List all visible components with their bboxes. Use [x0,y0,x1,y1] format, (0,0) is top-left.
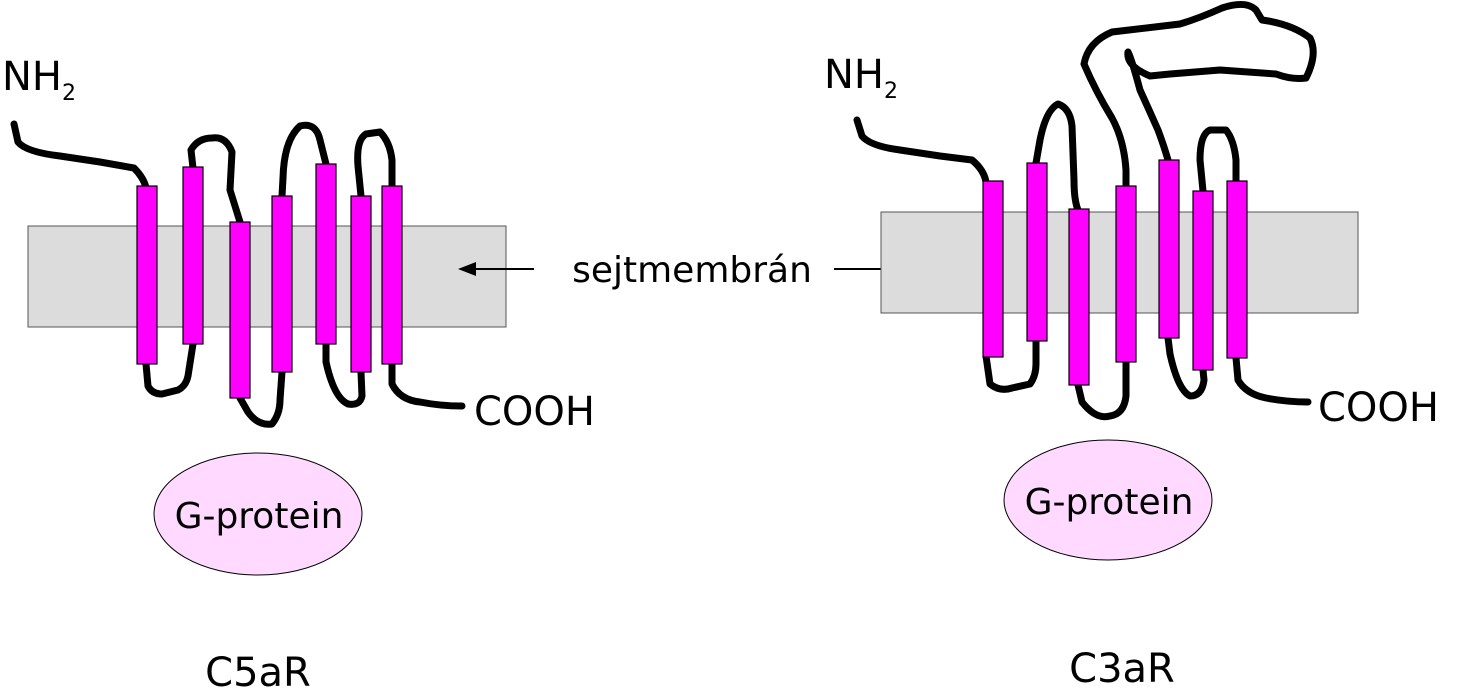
membrane-label: sejtmembrán [572,250,812,291]
c5ar-receptor: G-protein NH2 COOH C5aR [2,54,595,692]
c5ar-transmembrane-helix-2 [182,166,204,345]
c3ar-transmembrane-helix-1 [982,180,1004,358]
c3ar-transmembrane-helix-3 [1068,208,1090,386]
c3ar-c-terminus-label: COOH [1318,385,1439,431]
c3ar-n-terminus-label: NH2 [824,52,898,104]
membrane-label-group: sejtmembrán [458,250,914,291]
c3ar-intracellular-loop-2 [1074,358,1130,421]
c3ar-transmembrane-helix-7 [1226,180,1248,359]
c5ar-transmembrane-helix-4 [271,195,293,373]
c3ar-intracellular-loop-1 [982,336,1040,393]
c3ar-transmembrane-helix-2 [1026,162,1048,342]
left-arrow-icon [458,262,476,276]
c5ar-transmembrane-helix-7 [381,185,403,365]
c3ar-receptor-name: C3aR [1069,646,1175,692]
c3ar-extracellular-loop-3 [1196,126,1240,195]
c5ar-g-protein [153,452,363,576]
c5ar-transmembrane-helix-5 [315,163,337,345]
c3ar-extracellular-loop-1 [1032,100,1082,214]
c5ar-extracellular-loop-2 [278,121,330,200]
c5ar-transmembrane-helix-3 [229,221,251,399]
c3ar-g-protein-label: G-protein [1025,482,1194,523]
c3ar-receptor: G-protein NH2 COOH C3aR [824,1,1439,692]
c5ar-n-terminal-tail [10,120,150,192]
c3ar-c-terminal-tail [1232,354,1312,406]
c5ar-extracellular-loop-3 [354,128,396,200]
c5ar-intracellular-loop-1 [142,340,197,398]
c5ar-c-terminal-tail [388,360,466,410]
c5ar-c-terminus-label: COOH [474,389,595,435]
c3ar-n-terminal-tail [853,116,990,186]
c3ar-transmembrane-helix-6 [1192,190,1214,371]
c3ar-transmembrane-helix-4 [1115,185,1137,363]
c3ar-extracellular-loop-2 [1080,1,1317,190]
c5ar-transmembrane-helix-6 [350,195,372,373]
c3ar-intracellular-loop-3 [1164,334,1208,400]
c5ar-n-terminus-label: NH2 [2,54,76,106]
c5ar-g-protein-label: G-protein [175,496,344,537]
c5ar-intracellular-loop-3 [322,340,366,408]
c5ar-transmembrane-helix-1 [136,185,158,365]
c3ar-g-protein [1003,439,1213,561]
c5ar-cell-membrane [27,225,507,328]
c3ar-transmembrane-helix-5 [1158,159,1180,339]
c5ar-receptor-name: C5aR [205,650,311,692]
c5ar-extracellular-loop-1 [187,134,244,226]
c5ar-intracellular-loop-2 [236,368,286,428]
